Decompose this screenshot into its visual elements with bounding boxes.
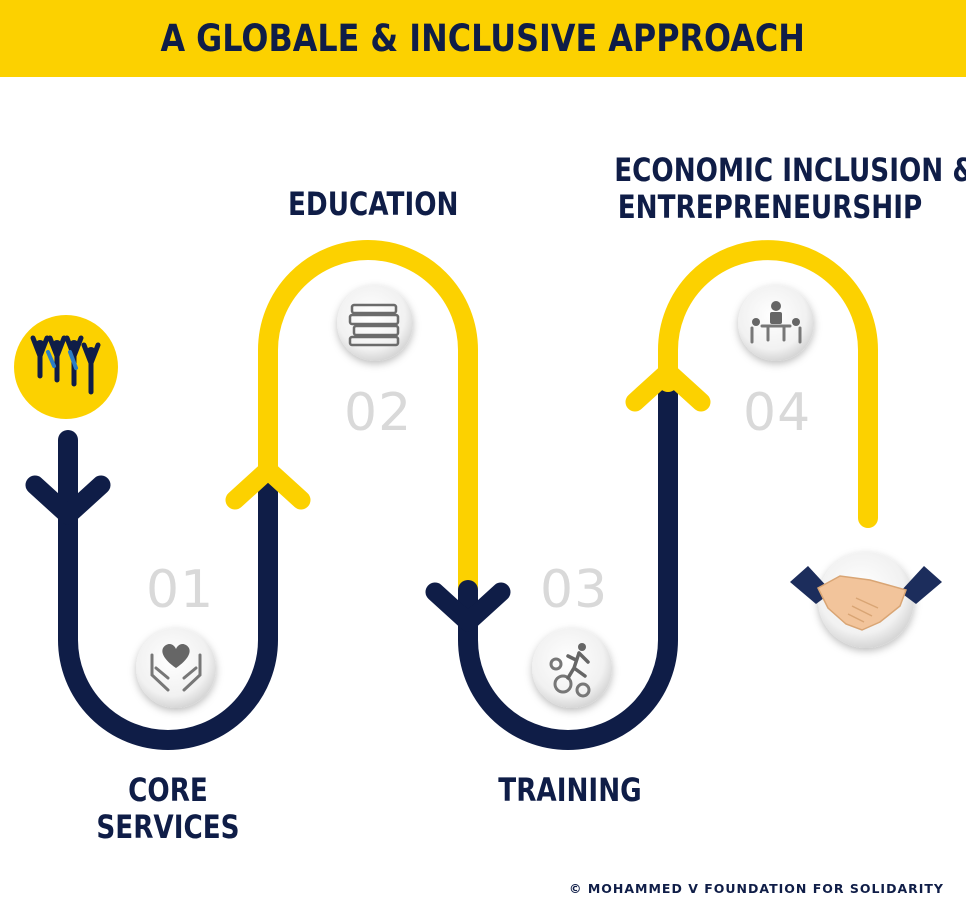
books-icon <box>337 285 413 361</box>
step-label-education: EDUCATION <box>288 186 458 223</box>
gears-runner-icon <box>532 628 612 708</box>
path-segment-core-services <box>58 430 278 750</box>
step-label-training: TRAINING <box>488 772 652 809</box>
step-number-01: 01 <box>146 560 215 620</box>
arrow-up-chevron <box>225 460 311 510</box>
meeting-icon <box>738 285 814 361</box>
people-group-icon <box>14 315 118 419</box>
step-label-line: EDUCATION <box>288 185 459 223</box>
step-number-04: 04 <box>743 383 812 443</box>
step-number-02: 02 <box>344 383 413 443</box>
arrow-down-chevron <box>425 582 511 632</box>
title-banner: A GLOBALE & INCLUSIVE APPROACH <box>0 0 966 77</box>
step-number-03: 03 <box>540 560 609 620</box>
arrow-up-chevron <box>625 362 711 412</box>
step-label-line: SERVICES <box>96 808 240 846</box>
step-label-line: TRAINING <box>498 771 642 809</box>
path-segment-training <box>458 372 678 750</box>
step-label-line: ECONOMIC INCLUSION & <box>614 151 966 189</box>
step-label-line: CORE <box>128 771 208 809</box>
copyright-notice: © MOHAMMED V FOUNDATION FOR SOLIDARITY <box>569 881 944 896</box>
hands-heart-icon <box>136 628 216 708</box>
arrow-down-chevron <box>25 475 111 525</box>
step-label-line: ENTREPRENEURSHIP <box>617 188 923 226</box>
step-label-economic: ECONOMIC INCLUSION & ENTREPRENEURSHIP <box>614 151 966 226</box>
page-title: A GLOBALE & INCLUSIVE APPROACH <box>160 17 806 60</box>
handshake-icon <box>790 552 942 648</box>
path-segment-economic <box>658 240 878 528</box>
step-label-core-services: CORE SERVICES <box>86 772 250 846</box>
path-segment-education <box>258 240 478 600</box>
